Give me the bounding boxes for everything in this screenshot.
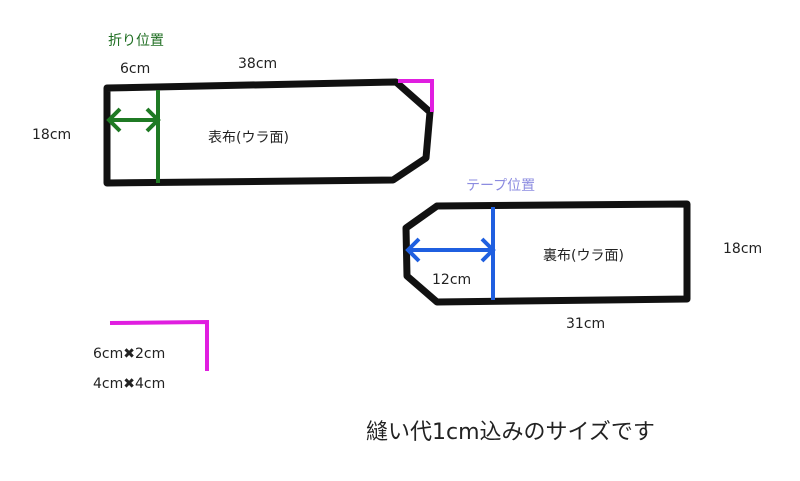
tape-position-label: テープ位置	[466, 178, 536, 194]
back-piece-name: 裏布(ウラ面)	[543, 248, 624, 264]
fold-width-label: 6cm	[120, 61, 151, 77]
seam-allowance-note: 縫い代1cm込みのサイズです	[366, 420, 655, 445]
fold-position-label: 折り位置	[108, 33, 164, 49]
front-length-label: 38cm	[238, 56, 278, 72]
tape-arrow-right-head	[480, 237, 496, 263]
tape-width-label: 12cm	[432, 272, 472, 288]
corner-size-2: 4cm✖4cm	[93, 376, 166, 392]
tape-arrow-left-head	[405, 237, 421, 263]
corner-size-1: 6cm✖2cm	[93, 346, 166, 362]
fold-arrow-right-head	[145, 107, 161, 133]
back-height-label: 18cm	[723, 241, 763, 257]
back-length-label: 31cm	[566, 316, 606, 332]
front-piece-name: 表布(ウラ面)	[208, 130, 289, 146]
front-corner-piece	[398, 79, 434, 112]
front-piece-outline	[103, 78, 434, 187]
corner-piece-shape	[109, 319, 209, 371]
back-piece-outline	[402, 200, 691, 306]
fold-arrow-left-head	[106, 107, 122, 133]
front-height-label: 18cm	[32, 127, 72, 143]
